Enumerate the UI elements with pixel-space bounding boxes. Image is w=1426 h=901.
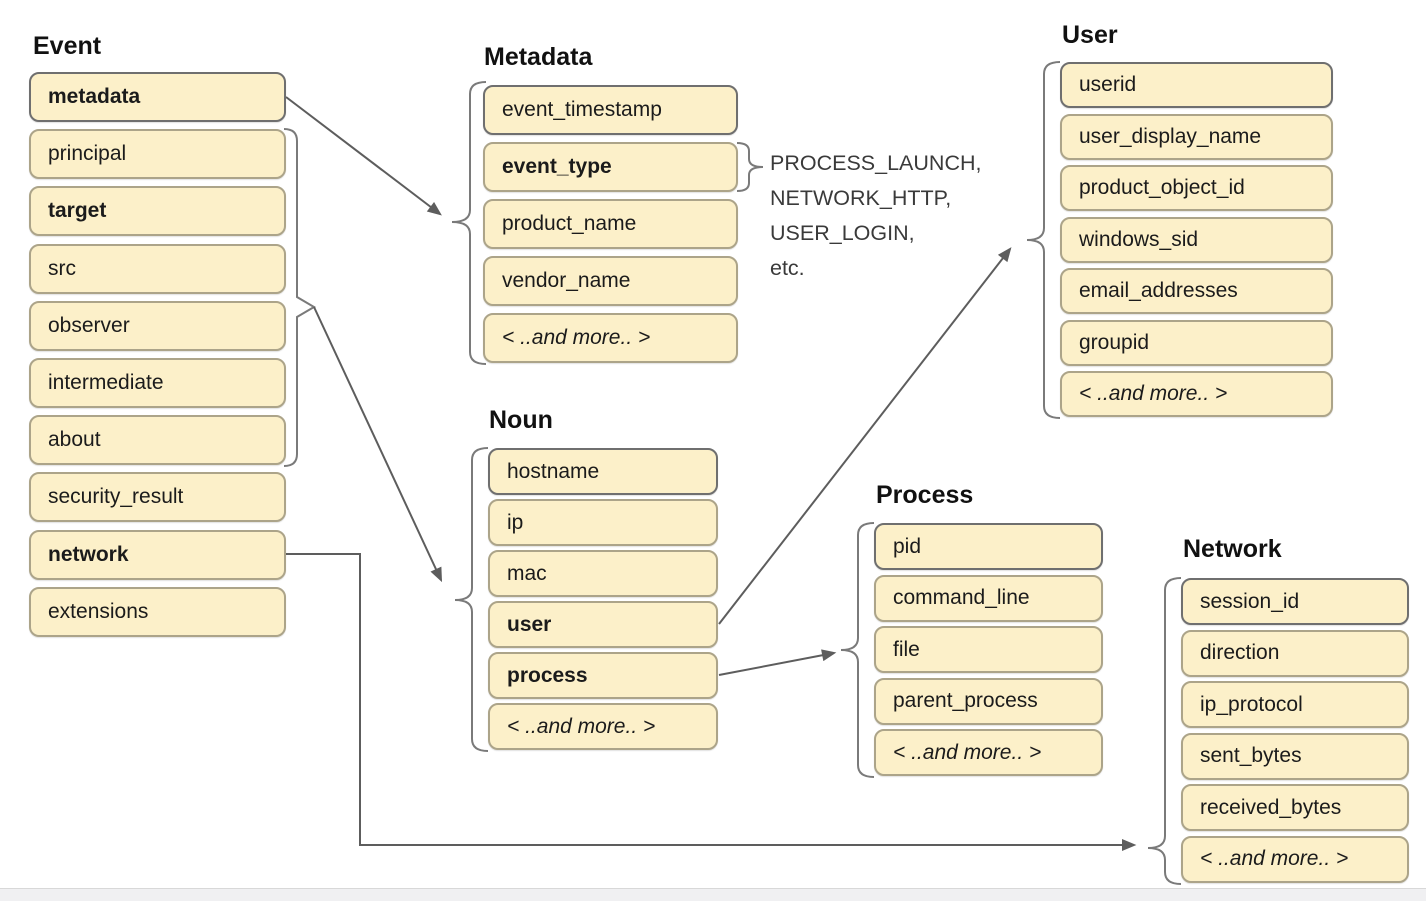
field-sent-bytes: sent_bytes [1181,732,1409,780]
metadata-group-title: Metadata [484,43,593,71]
event-type-brace [736,142,764,192]
field-security-result: security_result [29,472,286,523]
field-user: user [488,601,718,648]
field-metadata: metadata [29,72,286,122]
user-group-brace [1026,61,1061,419]
field-hostname: hostname [488,448,718,495]
field-noun-and-more: < ..and more.. > [488,703,718,750]
user-group-title: User [1062,21,1118,49]
field-network: network [29,529,286,580]
metadata-group: event_timestamp event_type product_name … [483,85,738,370]
field-pid: pid [874,523,1103,570]
field-process: process [488,652,718,699]
field-user-and-more: < ..and more.. > [1060,371,1333,417]
arrow-network-to-network-group [286,553,1137,851]
field-direction: direction [1181,629,1409,677]
field-event-type: event_type [483,142,738,192]
field-user-display-name: user_display_name [1060,113,1333,160]
field-ip: ip [488,499,718,546]
field-userid: userid [1060,62,1333,108]
network-group-title: Network [1183,535,1282,563]
field-about: about [29,415,286,466]
field-session-id: session_id [1181,578,1409,625]
field-target: target [29,186,286,237]
noun-group-brace [454,447,489,752]
field-command-line: command_line [874,574,1103,622]
field-vendor-name: vendor_name [483,256,738,306]
process-group-title: Process [876,481,974,509]
field-observer: observer [29,300,286,351]
field-email-addresses: email_addresses [1060,268,1333,314]
arrow-event-nouns-to-noun-group [313,306,443,583]
arrow-noun-user-to-user-group [718,247,1012,625]
noun-group: hostname ip mac user process < ..and mor… [488,448,718,754]
arrow-metadata-to-metadata-group [285,96,442,216]
field-process-and-more: < ..and more.. > [874,729,1103,776]
network-group-brace [1147,577,1182,885]
page-bottom-divider [0,888,1426,901]
event-group: metadata principal target src observer i… [29,72,286,644]
user-group: userid user_display_name product_object_… [1060,62,1333,423]
field-intermediate: intermediate [29,357,286,408]
field-metadata-and-more: < ..and more.. > [483,313,738,363]
field-mac: mac [488,550,718,597]
event-type-example-line: NETWORK_HTTP, [770,186,952,210]
field-extensions: extensions [29,586,286,637]
process-group: pid command_line file parent_process < .… [874,523,1103,781]
field-principal: principal [29,129,286,180]
field-ip-protocol: ip_protocol [1181,681,1409,728]
event-type-example-line: USER_LOGIN, [770,221,915,245]
event-type-example-line: PROCESS_LAUNCH, [770,151,982,175]
arrow-noun-process-to-process-group [718,649,837,676]
process-group-brace [840,522,875,778]
field-groupid: groupid [1060,319,1333,366]
metadata-group-brace [451,81,487,365]
field-windows-sid: windows_sid [1060,216,1333,263]
field-network-and-more: < ..and more.. > [1181,835,1409,883]
event-group-title: Event [33,32,102,60]
event-type-examples: PROCESS_LAUNCH, NETWORK_HTTP, USER_LOGIN… [770,146,981,286]
field-received-bytes: received_bytes [1181,784,1409,831]
event-noun-bracket [283,128,316,467]
event-type-example-line: etc. [770,256,805,280]
noun-group-title: Noun [489,406,553,434]
field-product-object-id: product_object_id [1060,165,1333,211]
field-product-name: product_name [483,199,738,249]
field-file: file [874,626,1103,673]
field-event-timestamp: event_timestamp [483,85,738,135]
field-parent-process: parent_process [874,677,1103,725]
network-group: session_id direction ip_protocol sent_by… [1181,578,1409,887]
field-src: src [29,243,286,294]
